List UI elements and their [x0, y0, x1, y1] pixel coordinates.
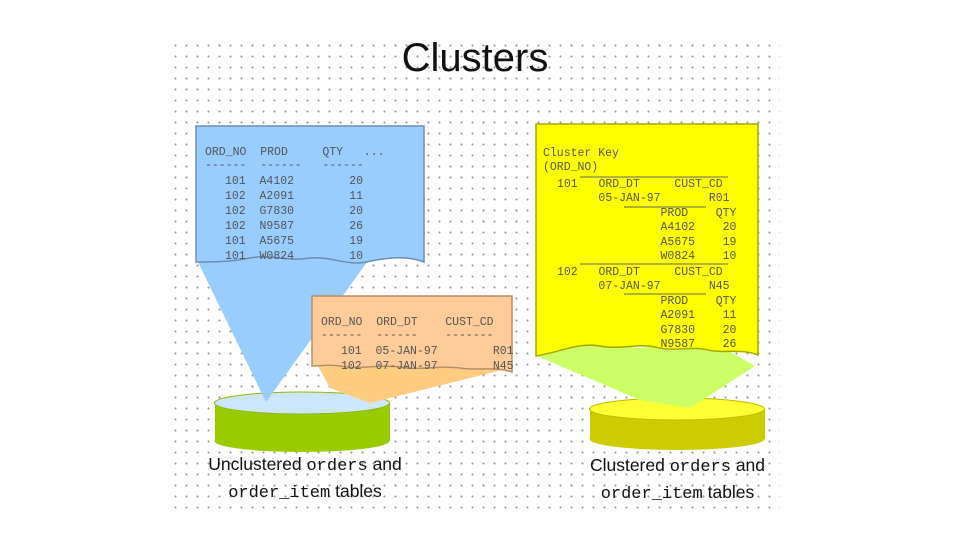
unclustered-caption: Unclustered orders and order_item tables [208, 454, 402, 503]
table-row: 101 A5675 19 [225, 235, 364, 248]
col-header-prod: PROD [260, 146, 288, 159]
list-item: W0824 10 [660, 250, 737, 263]
orange-beam [318, 366, 510, 403]
unclustered-disk [214, 391, 390, 452]
col-header-cust-cd: CUST_CD [445, 316, 494, 329]
cluster-group-102: 102 ORD_DT CUST_CD 07-JAN-97 N45 PROD QT… [557, 265, 737, 352]
table-row: 101 A4102 20 [225, 175, 364, 188]
table-row: 101 W0824 10 [225, 250, 364, 263]
order-item-headers: ORD_NO PROD QTY ... ------ ------ ------ [205, 146, 385, 172]
table-row: 102 A2091 11 [225, 190, 364, 203]
cluster-key-value: 101 [557, 177, 578, 191]
orders-headers: ORD_NO ORD_DT CUST_CD ------ ------ ----… [321, 316, 494, 342]
col-header-ord-no: ORD_NO [205, 146, 247, 159]
table-row: 102 G7830 20 [225, 205, 364, 218]
cluster-key-column: (ORD_NO) [543, 161, 599, 174]
table-row: 101 05-JAN-97 R01 [341, 345, 514, 358]
orders-panel [311, 295, 513, 374]
list-item: A4102 20 [660, 221, 737, 234]
list-item: N9587 26 [660, 338, 737, 351]
orders-rows: 101 05-JAN-97 R01 102 07-JAN-97 N45 [341, 329, 514, 374]
cluster-group-101: 101 ORD_DT CUST_CD 05-JAN-97 R01 PROD QT… [557, 177, 737, 264]
col-header-ord-no: ORD_NO [321, 316, 363, 329]
col-header-ord-dt: ORD_DT [376, 316, 418, 329]
clustered-disk [589, 397, 765, 450]
blue-beam [198, 250, 370, 402]
green-beam [537, 342, 755, 408]
table-row: 102 N9587 26 [225, 220, 364, 233]
cluster-panel [535, 123, 759, 357]
cluster-key-title: Cluster Key [543, 147, 619, 160]
page-title: Clusters [401, 36, 549, 80]
cluster-key-label: Cluster Key(ORD_NO) [543, 133, 619, 175]
cluster-key-value: 102 [557, 265, 578, 279]
ellipsis: ... [363, 146, 385, 159]
order-item-panel [195, 125, 425, 264]
order-item-rows: 101 A4102 20 102 A2091 11 102 G7830 20 102 … [225, 159, 363, 264]
clustered-caption: Clustered orders and order_item tables [589, 455, 766, 504]
col-header-qty: QTY [322, 146, 344, 159]
list-item: A2091 11 [660, 309, 737, 322]
list-item: A5675 19 [660, 235, 737, 249]
table-row: 102 07-JAN-97 N45 [341, 360, 514, 373]
list-item: G7830 20 [660, 323, 737, 337]
